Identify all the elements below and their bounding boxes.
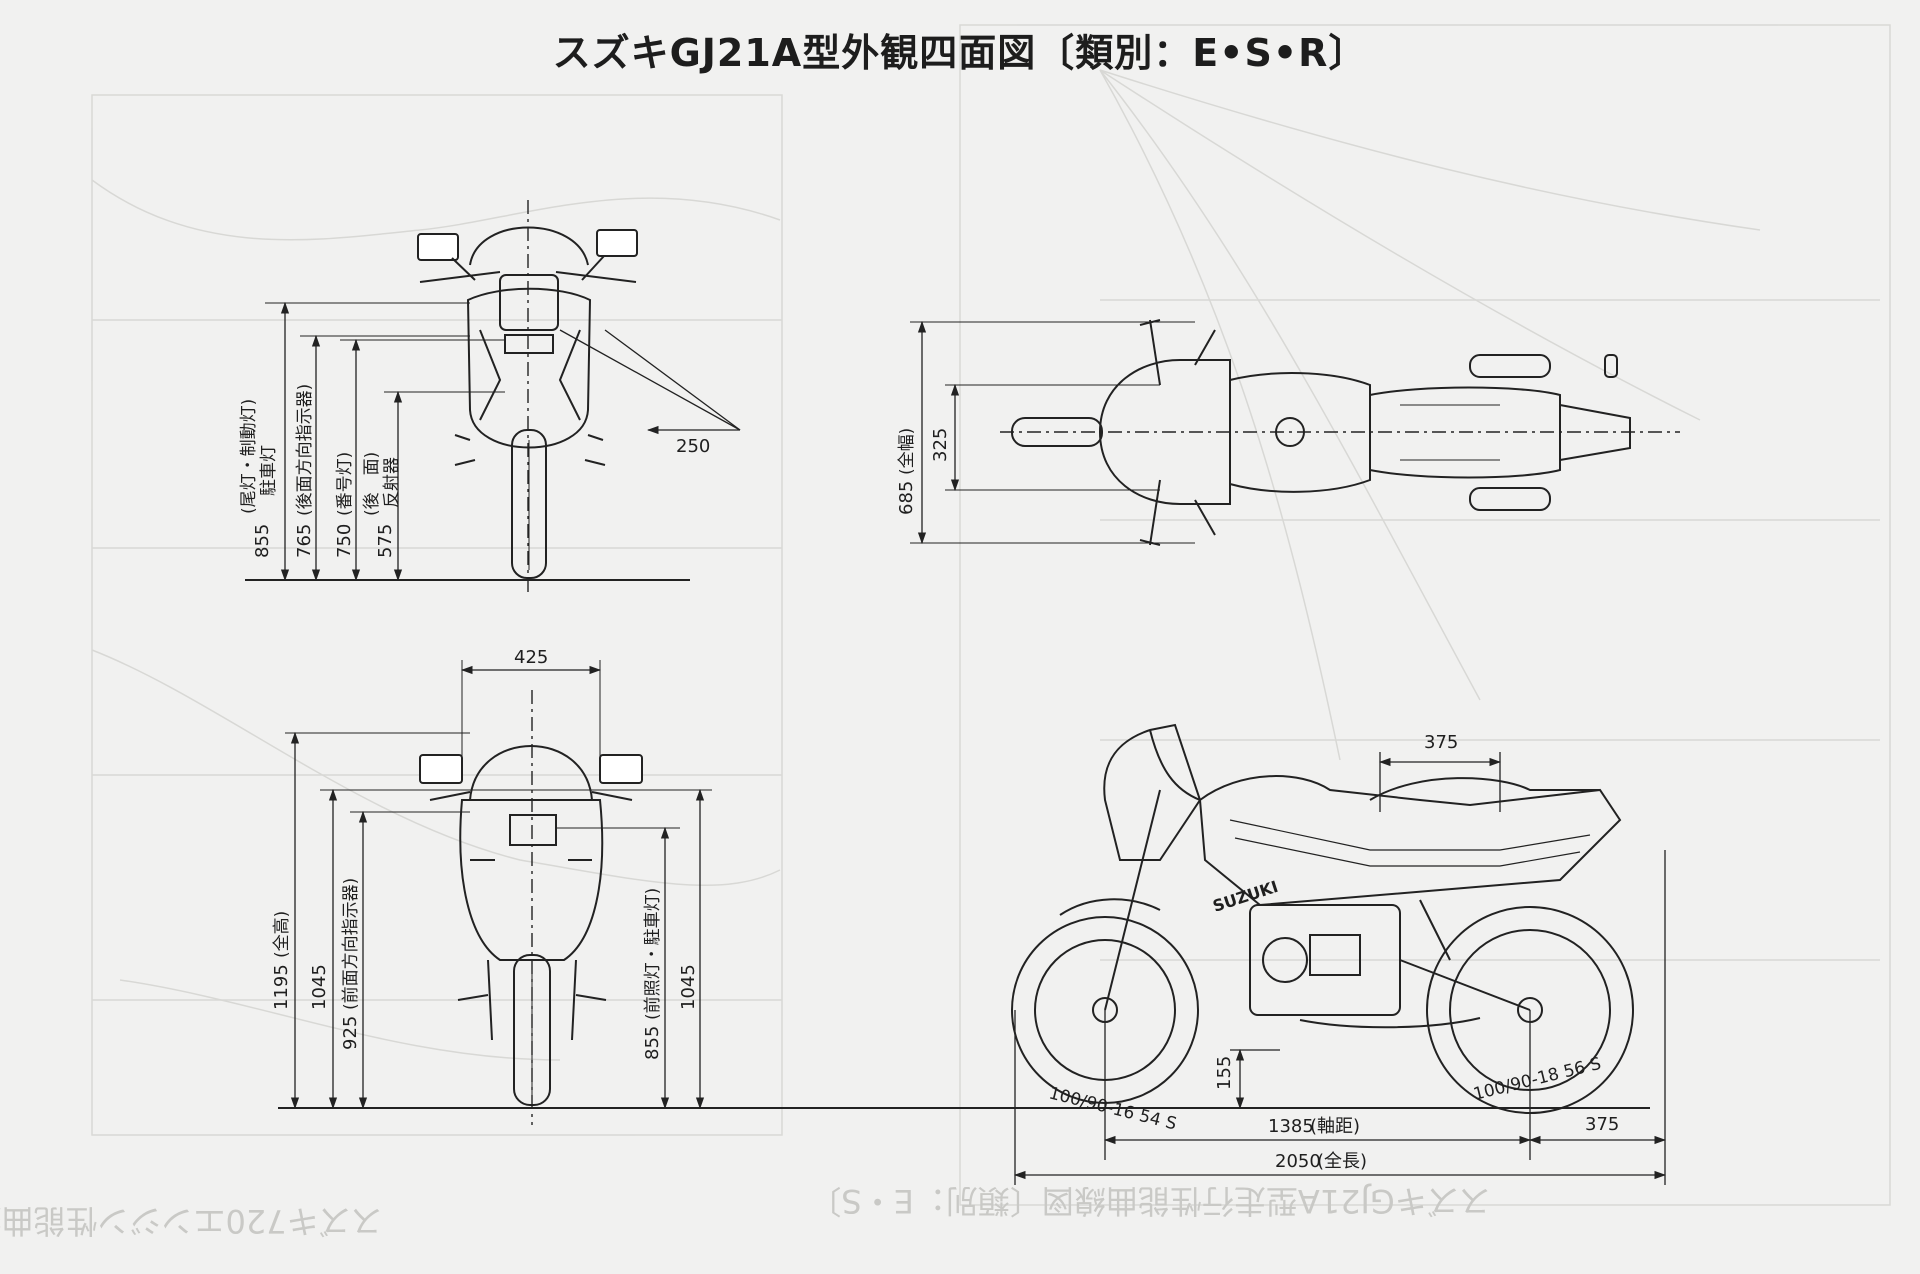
- dim-rear-750: 750: [334, 524, 355, 558]
- dim-rear-765: 765: [294, 524, 315, 558]
- dim-side-375-rear: 375: [1585, 1114, 1619, 1135]
- dim-top-325: 325: [930, 428, 951, 462]
- dim-side-2050: 2050: [1275, 1151, 1321, 1172]
- rear-view-labels: 250 855 (尾灯・制動灯) 駐車灯 765 (後面方向指示器) 750 (…: [239, 384, 710, 558]
- label-headlight: (前照灯・駐車灯): [643, 888, 663, 1020]
- label-tail-light-2: 駐車灯: [259, 445, 279, 496]
- dim-front-425: 425: [514, 647, 548, 668]
- dim-front-925: 925: [340, 1016, 361, 1050]
- side-view-dims: [1013, 752, 1667, 1185]
- dim-front-1195: 1195: [271, 964, 292, 1010]
- ghost-caption-left: スズキ720エンジン性能曲線図: [0, 1202, 383, 1240]
- dim-side-155: 155: [1214, 1056, 1235, 1090]
- dim-rear-855: 855: [252, 524, 273, 558]
- background-ghost-text: スズキ720エンジン性能曲線図 スズキGJ21A型走行性能曲線図〔類別：E・S〕: [0, 1182, 1491, 1240]
- label-overall-width: (全幅): [897, 428, 917, 475]
- front-view: [278, 660, 1650, 1125]
- dim-front-1045-left: 1045: [309, 964, 330, 1010]
- label-wheelbase: (軸距): [1310, 1116, 1360, 1137]
- label-plate-light: (番号灯): [335, 452, 355, 516]
- front-view-labels: 425 1195 (全高) 1045 925 (前面方向指示器) 855 (前照…: [271, 647, 699, 1060]
- dim-front-855: 855: [642, 1026, 663, 1060]
- background-ghost-charts: [91, 24, 1891, 1206]
- top-view-labels: 685 (全幅) 325: [896, 428, 951, 515]
- dim-front-1045-right: 1045: [678, 964, 699, 1010]
- label-rear-reflector-2: 反射器: [382, 457, 402, 508]
- label-overall-length: (全長): [1317, 1151, 1367, 1172]
- label-rear-turn: (後面方向指示器): [295, 384, 315, 516]
- label-brand: SUZUKI: [1210, 877, 1280, 916]
- ghost-caption-right: スズキGJ21A型走行性能曲線図〔類別：E・S〕: [809, 1182, 1490, 1220]
- dim-rear-575: 575: [375, 524, 396, 558]
- dim-top-685: 685: [896, 481, 917, 515]
- dim-side-1385: 1385: [1268, 1116, 1314, 1137]
- top-view: [910, 319, 1680, 546]
- dim-rear-250: 250: [676, 436, 710, 457]
- label-front-turn: (前面方向指示器): [341, 878, 361, 1010]
- label-overall-height: (全高): [272, 911, 292, 958]
- label-tail-light: (尾灯・制動灯): [239, 399, 259, 514]
- label-rear-reflector: (後 面): [362, 452, 382, 516]
- dim-side-375-seat: 375: [1424, 732, 1458, 753]
- rear-view: [245, 200, 741, 595]
